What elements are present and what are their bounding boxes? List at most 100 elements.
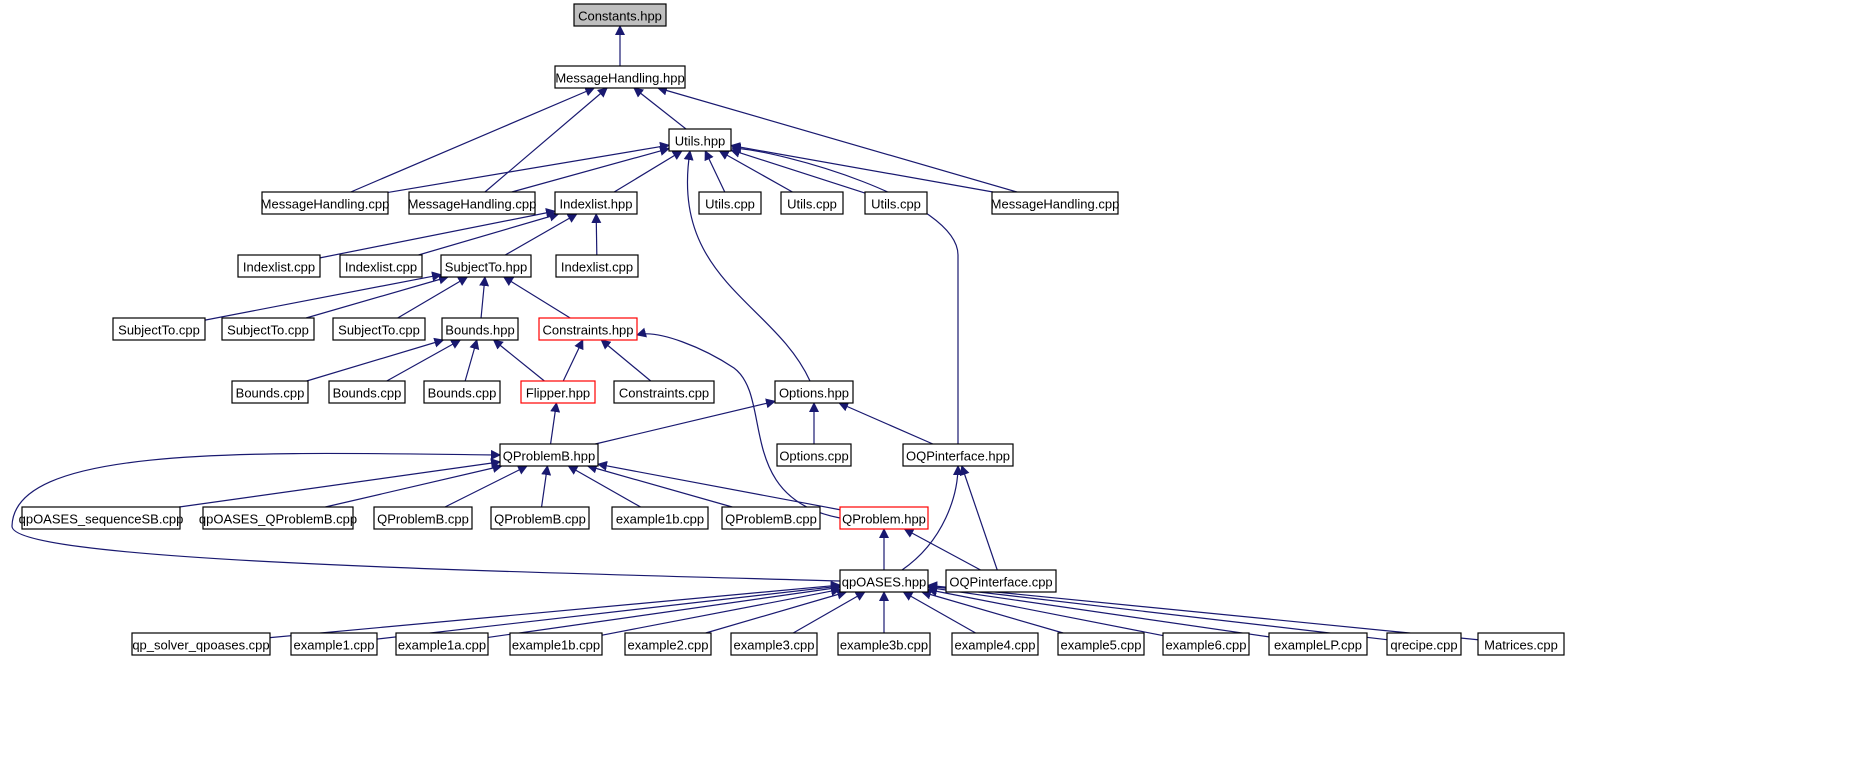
- node-utils-hpp[interactable]: Utils.hpp: [668, 128, 732, 152]
- node-example3b-cpp[interactable]: example3b.cpp: [837, 632, 931, 656]
- node-subjectto-hpp[interactable]: SubjectTo.hpp: [440, 254, 532, 278]
- node-example6-cpp[interactable]: example6.cpp: [1162, 632, 1250, 656]
- node-utils-cpp-1[interactable]: Utils.cpp: [698, 191, 762, 215]
- edge-utils-cpp-1-to-utils-hpp: [704, 150, 726, 193]
- node-oqpinterface-hpp[interactable]: OQPinterface.hpp: [902, 443, 1014, 467]
- node-constraints-hpp[interactable]: Constraints.hpp: [538, 317, 638, 341]
- node-indexlist-cpp-3[interactable]: Indexlist.cpp: [555, 254, 639, 278]
- node-label: example5.cpp: [1061, 638, 1142, 653]
- node-qrecipe-cpp[interactable]: qrecipe.cpp: [1386, 632, 1462, 656]
- node-qpoases-qproblemb-cpp[interactable]: qpOASES_QProblemB.cpp: [199, 506, 357, 530]
- node-box: [441, 317, 519, 341]
- node-example4-cpp[interactable]: example4.cpp: [951, 632, 1039, 656]
- node-label: Flipper.hpp: [526, 386, 590, 401]
- node-box: [131, 632, 271, 656]
- node-qproblem-hpp[interactable]: QProblem.hpp: [839, 506, 929, 530]
- node-qproblemb-cpp-3[interactable]: QProblemB.cpp: [721, 506, 821, 530]
- node-subjectto-cpp-3[interactable]: SubjectTo.cpp: [332, 317, 426, 341]
- edge-oqpinterface-hpp-to-utils-hpp: [731, 143, 959, 444]
- node-messagehandling-cpp-2[interactable]: MessageHandling.cpp: [408, 191, 537, 215]
- edge-qproblemb-cpp-1-to-qproblemb-hpp: [444, 465, 528, 508]
- node-label: Constants.hpp: [578, 9, 662, 24]
- node-label: Bounds.hpp: [445, 323, 514, 338]
- node-utils-cpp-2[interactable]: Utils.cpp: [780, 191, 844, 215]
- node-label: Utils.cpp: [787, 197, 837, 212]
- edge-example2-cpp-to-qpoases-hpp: [705, 589, 848, 634]
- node-box: [328, 380, 406, 404]
- node-box: [554, 65, 686, 89]
- node-label: Bounds.cpp: [236, 386, 305, 401]
- edge-bounds-hpp-to-subjectto-hpp: [479, 276, 490, 319]
- edge-utils-cpp-3-to-utils-hpp: [730, 147, 866, 194]
- node-box: [490, 506, 590, 530]
- edge-messagehandling-cpp-3-to-utils-hpp: [730, 142, 994, 193]
- node-label: Indexlist.hpp: [560, 197, 633, 212]
- node-constants-hpp[interactable]: Constants.hpp: [573, 3, 667, 27]
- node-qproblemb-cpp-1[interactable]: QProblemB.cpp: [373, 506, 473, 530]
- node-example1b-cpp-1[interactable]: example1b.cpp: [611, 506, 709, 530]
- node-label: Indexlist.cpp: [345, 260, 417, 275]
- node-label: MessageHandling.hpp: [555, 71, 684, 86]
- node-example3-cpp[interactable]: example3.cpp: [730, 632, 818, 656]
- node-example1-cpp[interactable]: example1.cpp: [290, 632, 378, 656]
- node-box: [509, 632, 603, 656]
- node-qproblemb-cpp-2[interactable]: QProblemB.cpp: [490, 506, 590, 530]
- node-label: SubjectTo.cpp: [227, 323, 309, 338]
- node-matrices-cpp[interactable]: Matrices.cpp: [1477, 632, 1565, 656]
- node-example1b-cpp-2[interactable]: example1b.cpp: [509, 632, 603, 656]
- edges-layer: [11, 25, 1479, 641]
- node-example5-cpp[interactable]: example5.cpp: [1057, 632, 1145, 656]
- edge-qproblemb-hpp-to-options-hpp: [595, 398, 776, 445]
- node-constraints-cpp[interactable]: Constraints.cpp: [613, 380, 715, 404]
- node-example2-cpp[interactable]: example2.cpp: [624, 632, 712, 656]
- node-oqpinterface-cpp[interactable]: OQPinterface.cpp: [945, 569, 1057, 593]
- node-bounds-cpp-1[interactable]: Bounds.cpp: [231, 380, 309, 404]
- node-subjectto-cpp-1[interactable]: SubjectTo.cpp: [112, 317, 206, 341]
- node-messagehandling-cpp-1[interactable]: MessageHandling.cpp: [261, 191, 390, 215]
- edge-qproblemb-cpp-3-to-qproblemb-hpp: [586, 463, 733, 508]
- node-example1a-cpp[interactable]: example1a.cpp: [395, 632, 489, 656]
- edge-flipper-hpp-to-bounds-hpp: [492, 339, 545, 382]
- node-qpoases-hpp[interactable]: qpOASES.hpp: [839, 569, 929, 593]
- node-utils-cpp-3[interactable]: Utils.cpp: [864, 191, 928, 215]
- edge-example1a-cpp-to-qpoases-hpp: [487, 583, 841, 639]
- node-qp-solver-qpoases-cpp[interactable]: qp_solver_qpoases.cpp: [131, 632, 271, 656]
- nodes-layer: Constants.hppMessageHandling.hppUtils.hp…: [19, 3, 1565, 656]
- node-examplelp-cpp[interactable]: exampleLP.cpp: [1268, 632, 1368, 656]
- edge-subjectto-hpp-to-indexlist-hpp: [504, 213, 578, 256]
- node-subjectto-cpp-2[interactable]: SubjectTo.cpp: [221, 317, 315, 341]
- node-label: qpOASES.hpp: [842, 575, 927, 590]
- node-qpoases-sequencesb-cpp[interactable]: qpOASES_sequenceSB.cpp: [19, 506, 184, 530]
- node-label: QProblemB.cpp: [494, 512, 586, 527]
- node-box: [395, 632, 489, 656]
- node-indexlist-cpp-1[interactable]: Indexlist.cpp: [237, 254, 321, 278]
- node-flipper-hpp[interactable]: Flipper.hpp: [520, 380, 596, 404]
- node-label: example1a.cpp: [398, 638, 486, 653]
- node-box: [837, 632, 931, 656]
- edge-subjectto-cpp-1-to-subjectto-hpp: [204, 271, 442, 321]
- edge-oqpinterface-hpp-to-options-hpp: [838, 402, 934, 445]
- node-qproblemb-hpp[interactable]: QProblemB.hpp: [499, 443, 599, 467]
- node-messagehandling-hpp[interactable]: MessageHandling.hpp: [554, 65, 686, 89]
- node-indexlist-hpp[interactable]: Indexlist.hpp: [554, 191, 638, 215]
- node-indexlist-cpp-2[interactable]: Indexlist.cpp: [339, 254, 423, 278]
- node-options-cpp[interactable]: Options.cpp: [776, 443, 852, 467]
- node-options-hpp[interactable]: Options.hpp: [774, 380, 854, 404]
- node-box: [261, 191, 389, 215]
- node-box: [780, 191, 844, 215]
- node-label: qpOASES_sequenceSB.cpp: [19, 512, 184, 527]
- node-box: [776, 443, 852, 467]
- node-box: [1477, 632, 1565, 656]
- node-box: [231, 380, 309, 404]
- node-label: exampleLP.cpp: [1274, 638, 1362, 653]
- node-box: [538, 317, 638, 341]
- node-bounds-hpp[interactable]: Bounds.hpp: [441, 317, 519, 341]
- edge-indexlist-cpp-1-to-indexlist-hpp: [319, 207, 556, 259]
- node-messagehandling-cpp-3[interactable]: MessageHandling.cpp: [991, 191, 1120, 215]
- edge-example1b-cpp-2-to-qpoases-hpp: [601, 586, 841, 636]
- node-bounds-cpp-3[interactable]: Bounds.cpp: [423, 380, 501, 404]
- node-label: qpOASES_QProblemB.cpp: [199, 512, 357, 527]
- node-label: example2.cpp: [628, 638, 709, 653]
- node-bounds-cpp-2[interactable]: Bounds.cpp: [328, 380, 406, 404]
- node-label: Utils.cpp: [871, 197, 921, 212]
